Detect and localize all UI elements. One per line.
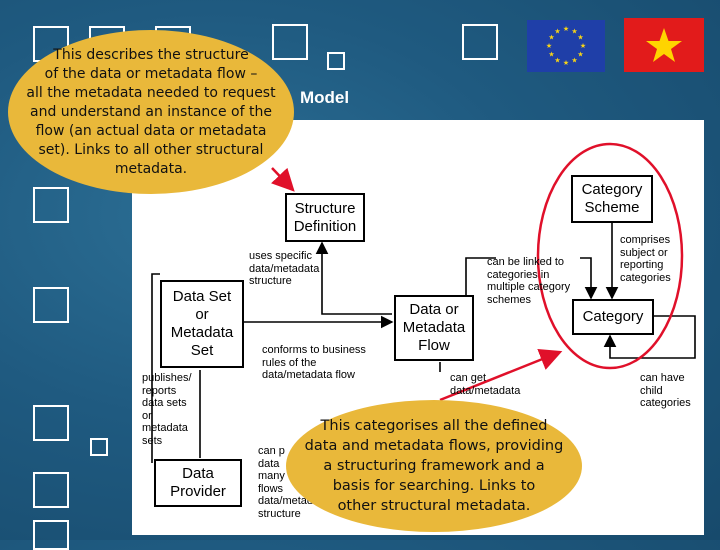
label-comprises: comprises subject or reporting categorie… (620, 234, 671, 284)
eu-flag-icon: ★★★ ★★★ ★★★ ★★★ (527, 20, 605, 72)
label-can-have-child: can have child categories (640, 372, 691, 409)
svg-text:★: ★ (554, 57, 560, 65)
svg-text:★: ★ (580, 42, 586, 50)
decor-square (90, 438, 108, 456)
decor-square (33, 472, 69, 508)
data-flow-box: Data or Metadata Flow (394, 295, 474, 361)
label-conforms: conforms to business rules of the data/m… (262, 344, 366, 381)
decor-square (462, 24, 498, 60)
svg-text:★: ★ (571, 28, 577, 36)
label-can-be-linked: can be linked to categories in multiple … (487, 256, 571, 306)
decor-square (33, 187, 69, 223)
svg-text:★: ★ (571, 57, 577, 65)
decor-square (33, 405, 69, 441)
label-can-provide: can p data many flows data/metad structu… (258, 445, 314, 520)
svg-text:★: ★ (548, 51, 554, 59)
decor-square (33, 287, 69, 323)
svg-text:★: ★ (577, 51, 583, 59)
structure-definition-box: Structure Definition (285, 193, 365, 242)
decor-square (33, 520, 69, 550)
label-publishes: publishes/ reports data sets or metadata… (142, 372, 192, 447)
vietnam-flag-icon (624, 18, 704, 72)
decor-square (327, 52, 345, 70)
label-uses-specific: uses specific data/metadata structure (249, 250, 320, 287)
data-set-box: Data Set or Metadata Set (160, 280, 244, 368)
svg-text:★: ★ (548, 34, 554, 42)
svg-text:★: ★ (563, 25, 569, 33)
structure-callout: This describes the structure of the data… (8, 30, 294, 194)
svg-text:★: ★ (546, 42, 552, 50)
data-provider-box: Data Provider (154, 459, 242, 507)
category-scheme-box: Category Scheme (571, 175, 653, 223)
category-callout: This categorises all the defined data an… (286, 400, 582, 532)
category-box: Category (572, 299, 654, 335)
svg-text:★: ★ (554, 28, 560, 36)
svg-text:★: ★ (577, 34, 583, 42)
svg-text:★: ★ (563, 59, 569, 67)
slide-title: Model (300, 88, 350, 107)
label-can-get: can get data/metadata (450, 372, 521, 397)
decor-square (272, 24, 308, 60)
